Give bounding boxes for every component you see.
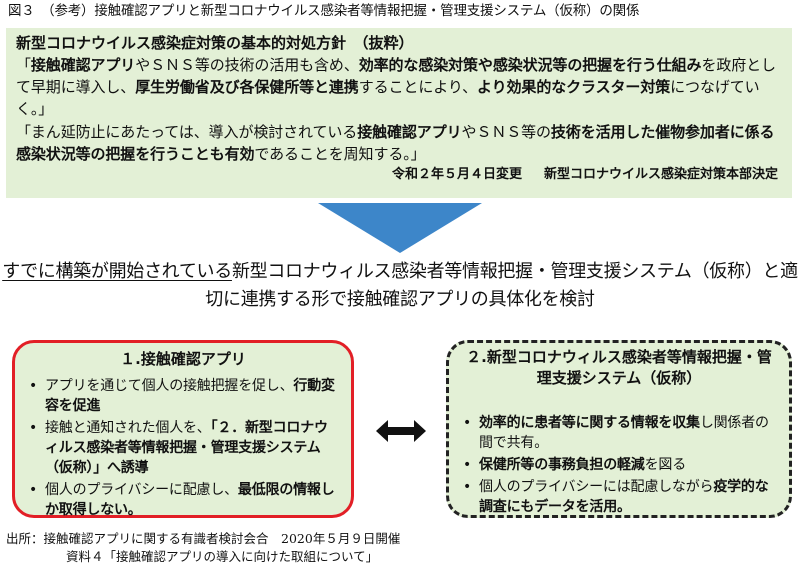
- bullet-icon: •: [29, 378, 38, 394]
- double-arrow-shape: [376, 420, 426, 442]
- summary-underlined: すでに構築が開始されている: [2, 261, 232, 282]
- emphasized-text: 「２．新型コロナウィルス感染者等情報把握・管理支援システム（仮称）」へ誘導: [45, 420, 328, 476]
- summary-rest: 新型コロナウィルス感染者等情報把握・管理支援システム（仮称）と適切に連携する形で…: [205, 261, 798, 310]
- source-footer: 出所：接触確認アプリに関する有識者検討会合 2020年５月９日開催 資料４「接触…: [6, 530, 796, 566]
- list-item: • アプリを通じて個人の接触把握を促し、行動変容を促進: [27, 376, 339, 416]
- box1-list: • アプリを通じて個人の接触把握を促し、行動変容を促進 • 接触と通知された個人を、「…: [27, 376, 339, 520]
- list-item: • 接触と通知された個人を、「２．新型コロナウィルス感染者等情報把握・管理支援シス…: [27, 418, 339, 478]
- infection-info-system-box: ２.新型コロナウィルス感染者等情報把握・管理支援システム（仮称） • 効率的に患者…: [446, 340, 792, 518]
- box2-list: • 効率的に患者等に関する情報を収集し関係者の間で共有。 • 保健所等の事務負担の軽減…: [461, 413, 777, 517]
- bullet-icon: •: [463, 479, 472, 495]
- emphasized-text: 効率的に患者等に関する情報を収集: [479, 415, 700, 431]
- down-arrow-icon: [318, 203, 482, 253]
- text-run: やＳＮＳ等の技術の活用も含め、: [135, 56, 359, 74]
- down-arrow-shape: [318, 203, 482, 253]
- box1-title: １.接触確認アプリ: [120, 350, 246, 368]
- text-run: 個人のプライバシーには配慮しながら: [479, 479, 714, 495]
- policy-source: 令和２年５月４日変更 新型コロナウイルス感染症対策本部決定: [16, 166, 782, 184]
- emphasized-text: 接触確認アプリ: [357, 123, 462, 141]
- bullet-icon: •: [29, 420, 38, 436]
- emphasized-text: 技術を活用した催物参加者に係る感染状況等の把握を行うことも有効: [16, 123, 775, 163]
- text-run: 「まん延防止にあたっては、導入が検討されている: [16, 123, 358, 141]
- bullet-icon: •: [29, 482, 38, 498]
- text-run: アプリを通じて個人の接触把握を促し、: [45, 378, 294, 394]
- text-run: やＳＮＳ等の: [461, 123, 552, 141]
- policy-paragraph-1: 「接触確認アプリやＳＮＳ等の技術の活用も含め、効率的な感染対策や感染状況等の把握…: [16, 54, 782, 120]
- text-run: であることを周知する。」: [254, 145, 426, 163]
- bullet-icon: •: [463, 457, 472, 473]
- policy-excerpt-panel: 新型コロナウイルス感染症対策の基本的対処方針 （抜粋） 「接触確認アプリやＳＮＳ…: [6, 28, 792, 198]
- policy-source-date: 令和２年５月４日変更: [391, 167, 522, 182]
- emphasized-text: 最低限の情報しか取得しない。: [45, 482, 335, 518]
- text-run: 接触と通知された個人を、: [45, 420, 211, 436]
- text-run: 個人のプライバシーに配慮し、: [45, 482, 238, 498]
- text-run: し関係者の間で共有。: [479, 415, 769, 451]
- summary-statement: すでに構築が開始されている新型コロナウィルス感染者等情報把握・管理支援システム（…: [0, 258, 800, 314]
- list-item: • 個人のプライバシーには配慮しながら疫学的な調査にもデータを活用。: [461, 477, 777, 517]
- emphasized-text: 効率的な感染対策や感染状況等の把握を行う仕組み: [358, 56, 702, 74]
- list-item: • 効率的に患者等に関する情報を収集し関係者の間で共有。: [461, 413, 777, 453]
- policy-source-org: 新型コロナウイルス感染症対策本部決定: [543, 167, 778, 182]
- emphasized-text: より効果的なクラスター対策: [477, 78, 671, 96]
- box2-title: ２.新型コロナウィルス感染者等情報把握・管理支援システム（仮称）: [466, 348, 772, 387]
- footer-line-1: 出所：接触確認アプリに関する有識者検討会合 2020年５月９日開催: [6, 531, 401, 546]
- emphasized-text: 行動変容を促進: [45, 378, 335, 414]
- emphasized-text: 接触確認アプリ: [30, 56, 136, 74]
- policy-paragraph-2: 「まん延防止にあたっては、導入が検討されている接触確認アプリやＳＮＳ等の技術を活…: [16, 121, 782, 165]
- emphasized-text: 疫学的な調査にもデータを活用。: [479, 479, 769, 515]
- emphasized-text: 厚生労働省及び各保健所等と連携: [135, 78, 359, 96]
- list-item: • 保健所等の事務負担の軽減を図る: [461, 455, 777, 475]
- policy-heading: 新型コロナウイルス感染症対策の基本的対処方針 （抜粋）: [16, 34, 414, 52]
- double-arrow-icon: [376, 420, 426, 442]
- bullet-icon: •: [463, 415, 472, 431]
- list-item: • 個人のプライバシーに配慮し、最低限の情報しか取得しない。: [27, 480, 339, 520]
- text-run: につなげていく。」: [16, 78, 760, 118]
- text-run: することにより、: [358, 78, 478, 96]
- text-run: を政府として早期に導入し、: [16, 56, 776, 96]
- footer-line-2: 資料４「接触確認アプリの導入に向けた取組について」: [66, 549, 379, 564]
- contact-tracing-app-box: １.接触確認アプリ • アプリを通じて個人の接触把握を促し、行動変容を促進 • 接触と…: [12, 340, 354, 518]
- text-run: を図る: [644, 457, 687, 473]
- emphasized-text: 保健所等の事務負担の軽減: [479, 457, 645, 473]
- text-run: 「: [16, 56, 31, 74]
- figure-title: 図３ （参考）接触確認アプリと新型コロナウイルス感染者等情報把握・管理支援システ…: [8, 3, 640, 19]
